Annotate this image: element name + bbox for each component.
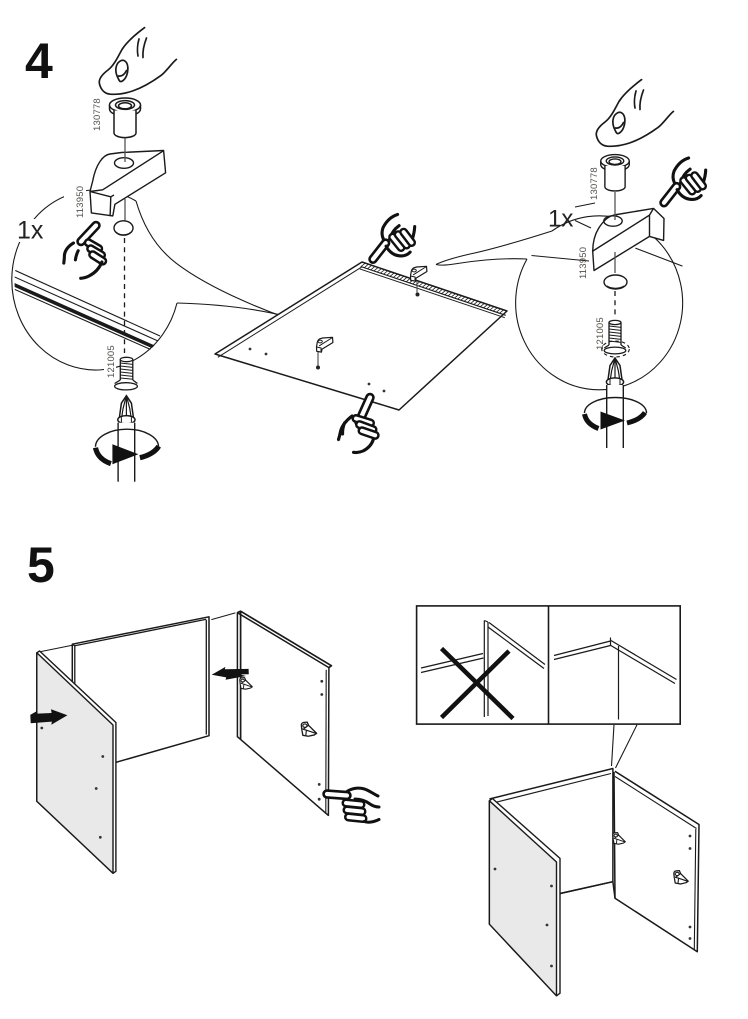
svg-text:130778: 130778 [589,167,600,200]
svg-text:1x: 1x [548,206,573,233]
svg-text:130778: 130778 [92,98,103,131]
svg-text:4: 4 [25,33,53,89]
svg-text:121005: 121005 [106,345,117,378]
svg-text:1x: 1x [17,217,44,245]
svg-text:5: 5 [27,537,55,593]
svg-text:121005: 121005 [595,317,606,350]
svg-text:113950: 113950 [578,247,589,279]
svg-text:113950: 113950 [75,186,86,218]
